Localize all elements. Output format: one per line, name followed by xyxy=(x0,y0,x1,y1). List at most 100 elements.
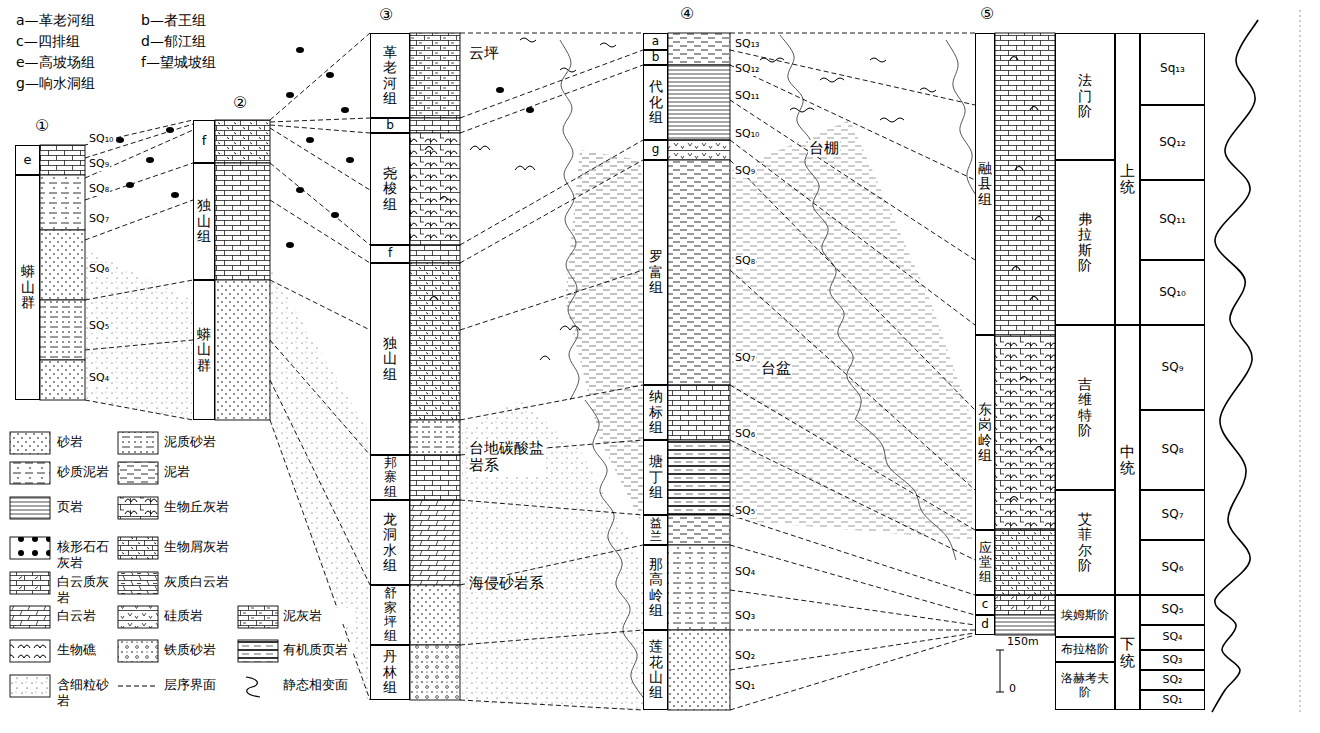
sequence-cell: SQ₃ xyxy=(1140,650,1205,670)
sequence-boundary-line xyxy=(460,270,643,330)
sequence-boundary-line xyxy=(460,160,643,263)
sequence-boundary-line xyxy=(270,128,370,190)
formation-name: f xyxy=(198,134,211,148)
sequence-boundary-line xyxy=(270,280,370,330)
sequence-label: SQ₄ xyxy=(88,372,110,385)
sequence-name: SQ₁₀ xyxy=(1141,286,1204,300)
sequence-cell: SQ₁ xyxy=(1140,690,1205,710)
drawing-part xyxy=(146,157,154,163)
lithology-segment xyxy=(410,420,460,455)
formation-cell: 罗富组 xyxy=(643,160,668,385)
sequence-boundary-line xyxy=(730,633,975,670)
sequence-cell: SQ₇ xyxy=(1140,490,1205,540)
sequence-label: SQ₁₀ xyxy=(88,133,114,146)
sequence-label: SQ₈ xyxy=(734,255,756,268)
section-number: ② xyxy=(232,94,248,112)
lithology-segment xyxy=(215,163,270,280)
formation-name: 革老河组 xyxy=(383,45,397,107)
formation-name: 独山组 xyxy=(197,198,211,244)
drawing-part xyxy=(326,72,334,78)
sequence-boundary-line xyxy=(85,400,193,420)
stage-name: 法门阶 xyxy=(1078,73,1092,119)
lithology-segment xyxy=(410,585,460,645)
sequence-boundary-line xyxy=(730,140,975,325)
legend-text: 硅质岩 xyxy=(164,608,234,624)
drawing-part xyxy=(920,88,936,92)
facies-label: 云坪 xyxy=(468,45,500,62)
legend-samples xyxy=(10,432,278,697)
formation-name: 丹林组 xyxy=(383,649,397,695)
sequence-boundary-line xyxy=(460,385,643,420)
facies-change-line xyxy=(560,40,579,400)
sequence-label: SQ₆ xyxy=(88,263,110,276)
facies-change-line xyxy=(585,400,645,700)
sandstone-zone xyxy=(271,270,368,702)
formation-cell: 益兰 xyxy=(643,515,668,545)
legend-text: 泥岩 xyxy=(164,464,234,480)
sequence-boundary-line xyxy=(85,280,193,300)
legend-text: 砂质泥岩 xyxy=(57,464,115,480)
formation-cell: 舒家坪组 xyxy=(370,585,410,645)
drawing-part xyxy=(341,107,349,113)
sequence-cell: SQ₆ xyxy=(1140,540,1205,595)
legend-sample xyxy=(10,606,50,628)
drawing-part xyxy=(346,157,354,163)
sequence-name: SQ₁₁ xyxy=(1141,213,1204,227)
formation-name: 塘丁组 xyxy=(649,454,663,500)
facies-change-line xyxy=(780,35,861,420)
legend-sample xyxy=(118,432,158,454)
formation-cell: d xyxy=(975,615,995,635)
sequence-label: SQ₁₃ xyxy=(734,38,760,51)
formation-name: 邦寨组 xyxy=(384,456,397,499)
formation-name: 独山组 xyxy=(383,336,397,382)
drawing-part xyxy=(996,650,1004,692)
reef-symbol xyxy=(1015,167,1023,171)
formation-name: 东岗岭组 xyxy=(978,402,992,464)
lithology-segment xyxy=(995,595,1055,615)
reef-symbol xyxy=(1012,267,1020,271)
formation-cell: 那高岭组 xyxy=(643,545,668,630)
sequence-boundary-line xyxy=(85,130,193,178)
legend-sample xyxy=(10,640,50,662)
sequence-boundary-line xyxy=(730,33,975,34)
facies-fill xyxy=(86,38,972,712)
legend-text: 泥灰岩 xyxy=(283,608,353,624)
legend-text: 生物礁 xyxy=(57,642,115,658)
drawing-part xyxy=(496,87,504,93)
drawing-part xyxy=(880,118,904,122)
sequence-cell: SQ₁₁ xyxy=(1140,180,1205,260)
drawing-part xyxy=(331,212,339,218)
lithology-segment xyxy=(668,440,730,515)
sequence-boundary-line xyxy=(730,515,975,595)
sequence-cell: Sq₁₃ xyxy=(1140,33,1205,105)
dotted-guide xyxy=(1300,10,1301,712)
lithology-segment xyxy=(40,175,85,230)
legend-sample xyxy=(118,462,158,484)
formation-cell: c xyxy=(975,595,995,615)
drawing-part xyxy=(520,38,536,42)
oncolite-marks xyxy=(116,47,534,248)
sequence-label: SQ₄ xyxy=(734,566,756,579)
reef-symbol xyxy=(1035,217,1043,221)
lithology-segment xyxy=(668,515,730,545)
section-number: ③ xyxy=(378,6,394,24)
scale-label: 0 xyxy=(1008,683,1017,696)
lithology-segment xyxy=(410,455,460,500)
lithology-segment xyxy=(40,230,85,300)
legend-text: 灰质白云岩 xyxy=(164,574,234,590)
lithology-segment xyxy=(668,160,730,385)
sequence-cell: SQ₂ xyxy=(1140,670,1205,690)
sequence-cell: SQ₅ xyxy=(1140,595,1205,625)
lithology-segment xyxy=(995,615,1055,635)
stage-name: 布拉格阶 xyxy=(1056,643,1114,657)
lithology-segment xyxy=(995,335,1055,530)
sequence-boundary-line xyxy=(730,160,975,410)
stage-name: 中统 xyxy=(1120,444,1135,477)
sequence-label: SQ₇ xyxy=(734,352,756,365)
legend-text: 有机质页岩 xyxy=(283,642,353,658)
formation-name: f xyxy=(384,247,396,260)
sequence-name: Sq₁₃ xyxy=(1141,62,1204,76)
facies-change-lines xyxy=(560,35,979,700)
abbreviation-key: b—者王组 xyxy=(140,12,207,28)
formation-cell: 革老河组 xyxy=(370,33,410,118)
